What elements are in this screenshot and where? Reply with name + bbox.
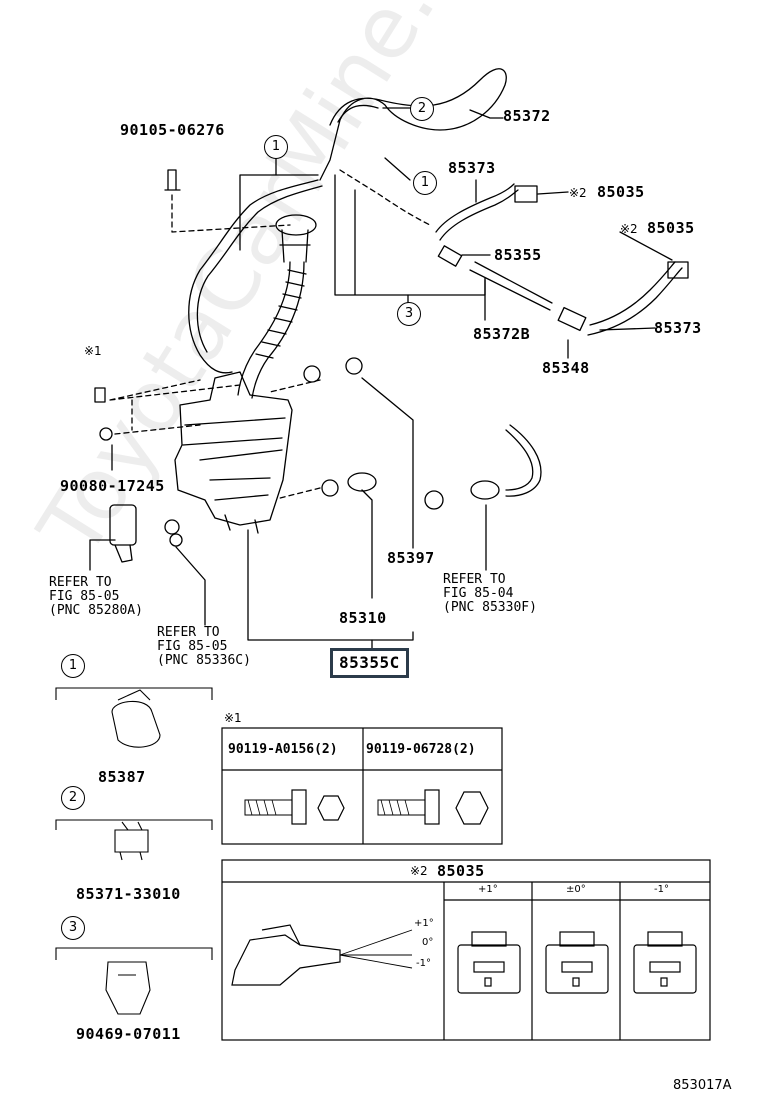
hose-85373-lower xyxy=(589,261,676,326)
label-85348[interactable]: 85348 xyxy=(542,359,590,377)
table1-col2[interactable]: 90119-06728(2) xyxy=(366,742,476,757)
pump-85310-shape xyxy=(347,472,377,492)
label-85373-lower[interactable]: 85373 xyxy=(654,319,702,337)
label-85372[interactable]: 85372 xyxy=(503,107,551,125)
note-kome2-lower: ※2 xyxy=(620,222,638,236)
joint-85355-shape xyxy=(437,245,463,267)
angle-minus: -1° xyxy=(416,958,431,969)
bolt-90105 xyxy=(164,169,181,191)
table-kome1 xyxy=(221,727,503,845)
note-kome1: ※1 xyxy=(84,344,102,358)
clip-85387-shape xyxy=(111,700,161,748)
table2-col-minus: -1° xyxy=(654,884,669,895)
washer-tank xyxy=(174,371,293,526)
refer-fig-85-04-330f[interactable]: REFER TO FIG 85-04 (PNC 85330F) xyxy=(443,572,537,615)
table1-note: ※1 xyxy=(224,711,242,725)
connector-minus1 xyxy=(633,931,697,994)
table-kome2 xyxy=(221,859,711,1041)
grommet-upper-2 xyxy=(345,357,363,375)
callout-3: 3 xyxy=(397,302,421,326)
angle-zero: 0° xyxy=(422,937,434,948)
connector-plus1 xyxy=(457,931,521,994)
table2-col-zero: ±0° xyxy=(566,884,586,895)
label-85355[interactable]: 85355 xyxy=(494,246,542,264)
bolt-kome1 xyxy=(94,387,106,403)
table2-title-note: ※2 xyxy=(410,864,428,878)
figure-code: 853017A xyxy=(673,1078,732,1093)
joint-85348-shape xyxy=(557,306,587,332)
hose-left xyxy=(188,179,319,374)
grommet-mid-1 xyxy=(321,479,339,497)
grommet-upper-1 xyxy=(303,365,321,383)
pump-85330f-shape xyxy=(470,480,500,500)
label-85371-33010[interactable]: 85371-33010 xyxy=(76,885,181,903)
grommet-mid-2 xyxy=(424,490,444,510)
label-85387[interactable]: 85387 xyxy=(98,768,146,786)
label-85310[interactable]: 85310 xyxy=(339,609,387,627)
table1-col1[interactable]: 90119-A0156(2) xyxy=(228,742,338,757)
callout-1-top: 1 xyxy=(264,135,288,159)
inset-callout-1: 1 xyxy=(61,654,85,678)
refer-fig-85-05-336c[interactable]: REFER TO FIG 85-05 (PNC 85336C) xyxy=(157,625,251,668)
nozzle-85035-upper-shape xyxy=(514,185,538,203)
grommet-lower-1 xyxy=(164,519,180,535)
nut-90080 xyxy=(99,427,113,441)
hose-85373-upper xyxy=(439,189,519,241)
callout-1-mid: 1 xyxy=(413,171,437,195)
hose-right-curve xyxy=(505,424,542,497)
pump-85280a-shape xyxy=(109,504,137,546)
label-85373-upper[interactable]: 85373 xyxy=(448,159,496,177)
inset-callout-3: 3 xyxy=(61,916,85,940)
inset-callout-2: 2 xyxy=(61,786,85,810)
hose-85372 xyxy=(319,68,507,181)
table2-title-part[interactable]: 85035 xyxy=(437,862,485,880)
refer-fig-85-05-280a[interactable]: REFER TO FIG 85-05 (PNC 85280A) xyxy=(49,575,143,618)
label-85035-lower[interactable]: 85035 xyxy=(647,219,695,237)
label-85035-upper[interactable]: 85035 xyxy=(597,183,645,201)
connector-zero xyxy=(545,931,609,994)
filler-cap-shape xyxy=(275,214,317,236)
label-85397[interactable]: 85397 xyxy=(387,549,435,567)
filler-tube xyxy=(237,261,291,396)
table2-col-plus: +1° xyxy=(478,884,498,895)
clip-90469-shape xyxy=(105,961,151,1015)
label-90080-17245[interactable]: 90080-17245 xyxy=(60,477,165,495)
grommet-lower-2 xyxy=(169,533,183,547)
nozzle-85035-lower-shape xyxy=(667,261,689,279)
label-85355c[interactable]: 85355C xyxy=(330,648,409,678)
label-85372b[interactable]: 85372B xyxy=(473,325,531,343)
angle-plus: +1° xyxy=(414,918,434,929)
label-90105-06276[interactable]: 90105-06276 xyxy=(120,121,225,139)
callout-2-top: 2 xyxy=(410,97,434,121)
note-kome2-upper: ※2 xyxy=(569,186,587,200)
clamp-85371-shape xyxy=(114,821,149,861)
hose-85372b xyxy=(339,169,431,226)
label-90469-07011[interactable]: 90469-07011 xyxy=(76,1025,181,1043)
